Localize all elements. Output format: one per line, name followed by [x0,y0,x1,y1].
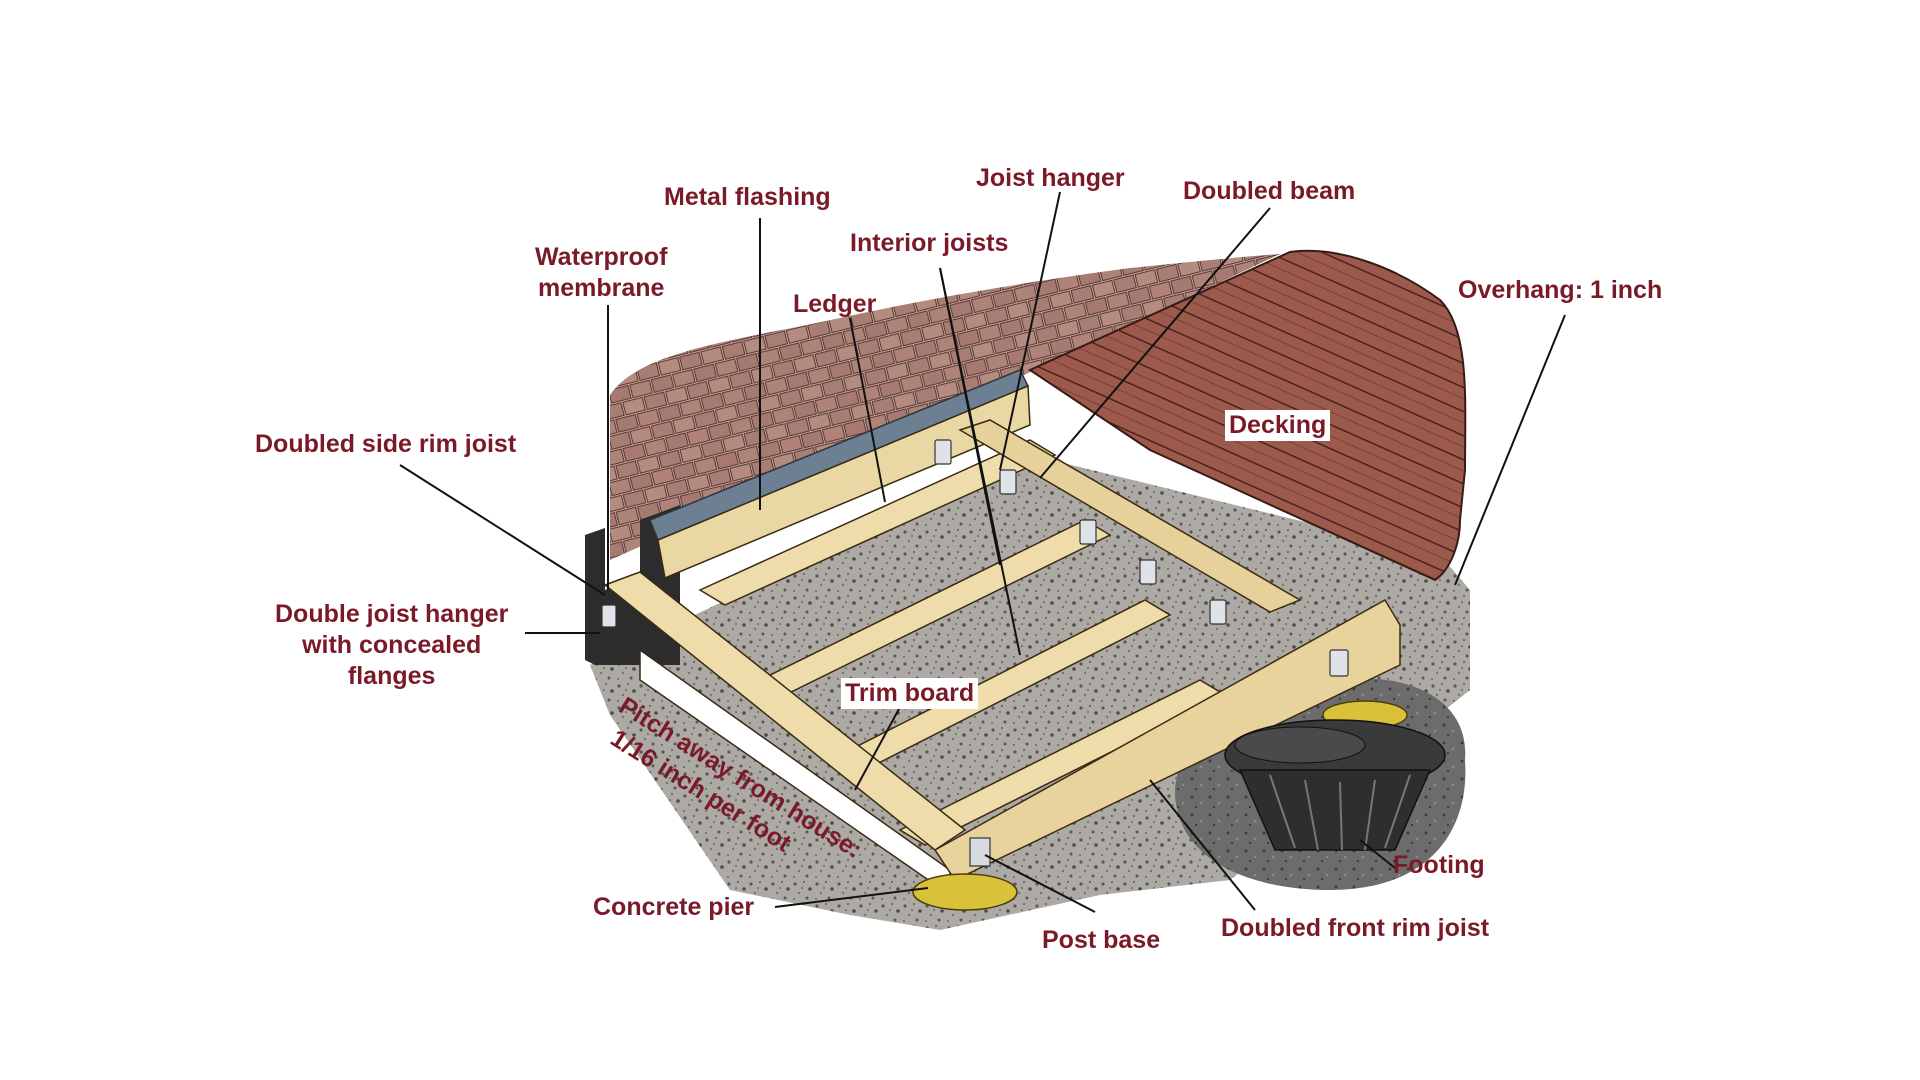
label-decking: Decking [1225,410,1331,441]
label-trim-board: Trim board [841,678,979,709]
doubled-side-rim-joist [603,571,967,851]
label-doubled-front-rim-joist: Doubled front rim joist [1221,914,1490,942]
label-concrete-pier: Concrete pier [593,893,755,921]
leader-lines [399,191,1566,913]
label-overhang: Overhang: 1 inch [1458,276,1663,304]
label-doubled-beam: Doubled beam [1183,177,1356,205]
label-waterproof-membrane: Waterproof membrane [535,243,668,302]
joist-hangers [601,439,1349,677]
label-doubled-side-rim-joist: Doubled side rim joist [255,430,517,458]
doubled-beam [958,419,1302,613]
label-footing: Footing [1393,851,1485,879]
post-base [969,837,991,867]
label-double-joist-hanger: Double joist hanger with concealed flang… [275,600,509,690]
label-interior-joists: Interior joists [850,229,1009,257]
label-metal-flashing: Metal flashing [664,183,831,211]
footing-illustration [1224,719,1446,851]
label-ledger: Ledger [793,290,877,318]
ledger-board [657,384,1031,580]
concrete-pier-front [912,873,1018,911]
label-post-base: Post base [1042,926,1161,954]
interior-joists [698,439,1227,846]
label-joist-hanger: Joist hanger [976,164,1125,192]
